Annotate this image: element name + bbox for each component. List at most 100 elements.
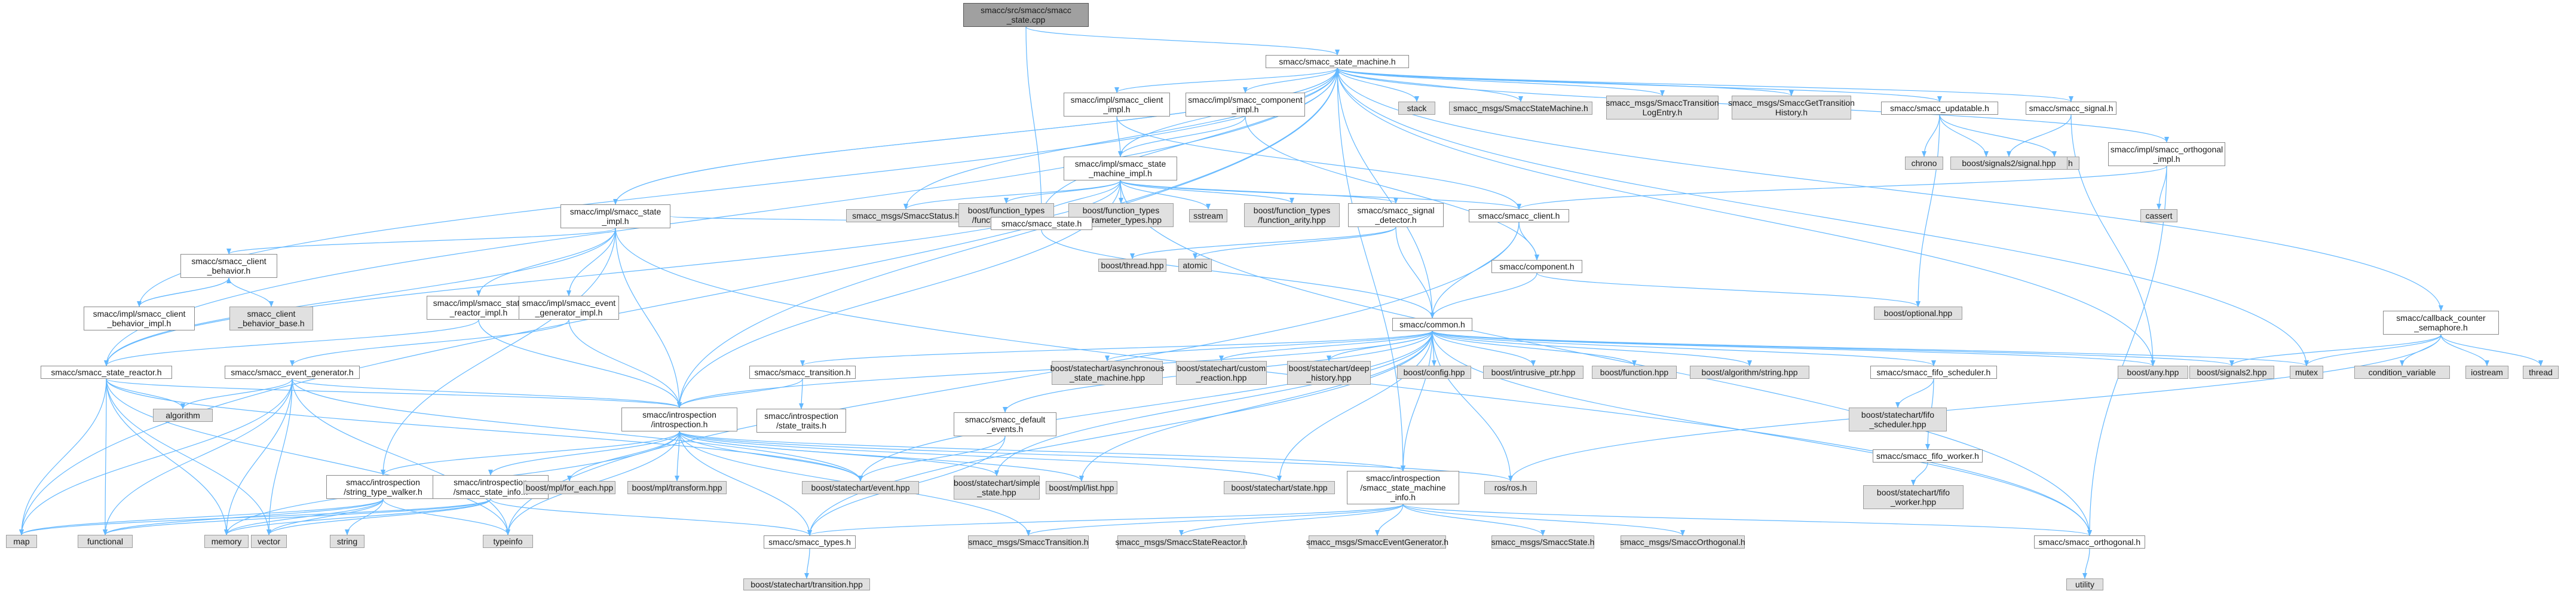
node-functional[interactable]: functional bbox=[78, 535, 133, 548]
node-sr-impl[interactable]: smacc/impl/smacc_state _reactor_impl.h bbox=[427, 296, 531, 320]
node-sc-state[interactable]: boost/statechart/state.hpp bbox=[1224, 481, 1335, 494]
dependency-edge-sm_info-to-orthogonal bbox=[1402, 504, 2092, 536]
node-signals2sig[interactable]: boost/signals2/signal.hpp bbox=[1950, 157, 2067, 170]
node-vector[interactable]: vector bbox=[251, 535, 287, 548]
node-thread[interactable]: thread bbox=[2523, 366, 2559, 379]
node-signal[interactable]: smacc/smacc_signal.h bbox=[2026, 102, 2116, 115]
node-cond-var[interactable]: condition_variable bbox=[2354, 366, 2450, 379]
node-smacc-types[interactable]: smacc/smacc_types.h bbox=[764, 535, 856, 549]
node-state[interactable]: smacc/smacc_state.h bbox=[991, 217, 1092, 230]
node-cassert[interactable]: cassert bbox=[2140, 209, 2177, 222]
node-callback[interactable]: smacc/callback_counter _semaphore.h bbox=[2383, 311, 2499, 335]
node-sc-transition[interactable]: boost/statechart/transition.hpp bbox=[743, 578, 870, 590]
node-client-behavior[interactable]: smacc/smacc_client _behavior.h bbox=[180, 254, 277, 278]
node-intrusive[interactable]: boost/intrusive_ptr.hpp bbox=[1483, 366, 1583, 379]
node-atomic[interactable]: atomic bbox=[1178, 259, 1212, 272]
dependency-edge-sm-to-map bbox=[19, 68, 1338, 535]
dependency-edge-common-to-function bbox=[1432, 330, 1637, 366]
node-component-impl[interactable]: smacc/impl/smacc_component _impl.h bbox=[1186, 93, 1305, 117]
node-function[interactable]: boost/function.hpp bbox=[1592, 366, 1677, 379]
node-introspection[interactable]: smacc/introspection /introspection.h bbox=[621, 408, 737, 431]
node-ft-arity[interactable]: boost/function_types /function_arity.hpp bbox=[1244, 203, 1340, 227]
node-state-reactor[interactable]: smacc/smacc_state_reactor.h bbox=[41, 366, 172, 379]
node-stack[interactable]: stack bbox=[1398, 102, 1435, 115]
node-fifo-worker[interactable]: smacc/smacc_fifo_worker.h bbox=[1873, 449, 1983, 463]
node-mutex[interactable]: mutex bbox=[2290, 366, 2323, 379]
dependency-edge-sm_info-to-msg_sr bbox=[1179, 504, 1404, 536]
node-iostream[interactable]: iostream bbox=[2465, 366, 2508, 379]
dependency-edge-sm_impl-to-sstream bbox=[1120, 180, 1211, 210]
node-transition[interactable]: smacc/smacc_transition.h bbox=[749, 366, 856, 379]
dependency-edge-signal_detector-to-thread_hpp bbox=[1130, 226, 1396, 259]
node-msg-sr[interactable]: smacc_msgs/SmaccStateReactor.h bbox=[1116, 535, 1248, 549]
node-client[interactable]: smacc/smacc_client.h bbox=[1469, 209, 1569, 222]
node-optional[interactable]: boost/optional.hpp bbox=[1874, 307, 1962, 320]
node-state-traits[interactable]: smacc/introspection /state_traits.h bbox=[756, 409, 846, 433]
node-ortho-impl[interactable]: smacc/impl/smacc_orthogonal _impl.h bbox=[2108, 142, 2225, 166]
node-custom[interactable]: boost/statechart/custom _reaction.hpp bbox=[1176, 361, 1267, 385]
node-state-impl[interactable]: smacc/impl/smacc_state _impl.h bbox=[560, 204, 670, 228]
node-msg-eg[interactable]: smacc_msgs/SmaccEventGenerator.h bbox=[1306, 535, 1448, 549]
node-default-events[interactable]: smacc/smacc_default _events.h bbox=[954, 412, 1056, 436]
node-typeinfo[interactable]: typeinfo bbox=[483, 535, 533, 548]
node-updatable[interactable]: smacc/smacc_updatable.h bbox=[1881, 102, 1998, 115]
node-ros-h[interactable]: ros/ros.h bbox=[1484, 481, 1537, 494]
node-sc-fifo-worker[interactable]: boost/statechart/fifo _worker.hpp bbox=[1863, 485, 1964, 509]
node-sm-impl[interactable]: smacc/impl/smacc_state _machine_impl.h bbox=[1064, 157, 1177, 180]
dependency-edge-introspection-to-smacc_types bbox=[679, 431, 812, 536]
node-deep[interactable]: boost/statechart/deep _history.hpp bbox=[1287, 361, 1371, 385]
node-cb-impl[interactable]: smacc/impl/smacc_client _behavior_impl.h bbox=[84, 307, 195, 330]
dependency-edge-introspection-to-mpl_transform bbox=[675, 431, 680, 482]
node-mpl-list[interactable]: boost/mpl/list.hpp bbox=[1046, 481, 1117, 494]
node-signal-detector[interactable]: smacc/smacc_signal _detector.h bbox=[1348, 203, 1444, 227]
node-msg-ortho[interactable]: smacc_msgs/SmaccOrthogonal.h bbox=[1620, 535, 1745, 549]
node-config[interactable]: boost/config.hpp bbox=[1397, 366, 1471, 379]
node-msg-state[interactable]: smacc_msgs/SmaccState.h bbox=[1491, 535, 1594, 549]
node-msg-transition[interactable]: smacc_msgs/SmaccTransition.h bbox=[968, 535, 1089, 549]
dependency-edge-sm_info-to-msg_state bbox=[1402, 504, 1545, 536]
node-common[interactable]: smacc/common.h bbox=[1392, 318, 1472, 331]
node-sstream[interactable]: sstream bbox=[1189, 209, 1227, 222]
node-mpl-transform[interactable]: boost/mpl/transform.hpp bbox=[627, 481, 727, 494]
dependency-edge-state_impl-to-sm bbox=[615, 68, 1340, 205]
node-msg-status[interactable]: smacc_msgs/SmaccStatus.h bbox=[846, 209, 966, 222]
node-sc-event[interactable]: boost/statechart/event.hpp bbox=[802, 481, 919, 494]
node-async[interactable]: boost/statechart/asynchronous _state_mac… bbox=[1050, 361, 1164, 385]
node-string-walker[interactable]: smacc/introspection /string_type_walker.… bbox=[326, 475, 440, 499]
dependency-edge-state_impl-to-state_reactor bbox=[104, 228, 616, 366]
node-msg-tle[interactable]: smacc_msgs/SmaccTransition LogEntry.h bbox=[1606, 96, 1719, 120]
node-signals2[interactable]: boost/signals2.hpp bbox=[2189, 366, 2274, 379]
dependency-edge-state_impl-to-sr_impl bbox=[476, 228, 616, 296]
node-thread-hpp[interactable]: boost/thread.hpp bbox=[1098, 259, 1166, 272]
node-sc-simple[interactable]: boost/statechart/simple _state.hpp bbox=[954, 476, 1040, 500]
node-root[interactable]: smacc/src/smacc/smacc _state.cpp bbox=[963, 3, 1089, 27]
node-sm-info[interactable]: smacc/introspection /smacc_state_machine… bbox=[1347, 471, 1459, 504]
dependency-edge-sm-to-sm_info bbox=[1337, 68, 1405, 471]
node-chrono[interactable]: chrono bbox=[1905, 157, 1943, 170]
node-any[interactable]: boost/any.hpp bbox=[2118, 366, 2188, 379]
node-eg-impl[interactable]: smacc/impl/smacc_event _generator_impl.h bbox=[519, 296, 619, 320]
node-map[interactable]: map bbox=[6, 535, 37, 548]
dependency-edge-common-to-any bbox=[1432, 330, 2155, 366]
node-msg-gth[interactable]: smacc_msgs/SmaccGetTransition History.h bbox=[1728, 96, 1855, 120]
node-msg-sm[interactable]: smacc_msgs/SmaccStateMachine.h bbox=[1449, 102, 1592, 115]
node-fifo-sched[interactable]: smacc/smacc_fifo_scheduler.h bbox=[1870, 366, 1997, 379]
node-memory[interactable]: memory bbox=[204, 535, 249, 548]
node-algostr[interactable]: boost/algorithm/string.hpp bbox=[1690, 366, 1809, 379]
node-algorithm[interactable]: algorithm bbox=[153, 409, 213, 422]
node-utility[interactable]: utility bbox=[2066, 578, 2103, 590]
dependency-edge-sm-to-msg_sm bbox=[1337, 68, 1523, 102]
node-mpl-foreach[interactable]: boost/mpl/for_each.hpp bbox=[523, 481, 615, 494]
dependency-edge-state_reactor-to-introspection bbox=[106, 378, 682, 408]
node-string[interactable]: string bbox=[330, 535, 365, 548]
node-cb-base[interactable]: smacc_client _behavior_base.h bbox=[229, 307, 313, 330]
node-sm[interactable]: smacc/smacc_state_machine.h bbox=[1266, 55, 1409, 68]
node-state-info[interactable]: smacc/introspection /smacc_state_info.h bbox=[433, 475, 549, 499]
node-event-gen[interactable]: smacc/smacc_event_generator.h bbox=[225, 366, 360, 379]
node-component[interactable]: smacc/component.h bbox=[1491, 260, 1582, 273]
node-sc-fifo[interactable]: boost/statechart/fifo _scheduler.hpp bbox=[1849, 408, 1947, 431]
node-orthogonal[interactable]: smacc/smacc_orthogonal.h bbox=[2034, 535, 2145, 549]
dependency-edge-introspection-to-state_info bbox=[488, 431, 680, 476]
node-client-impl[interactable]: smacc/impl/smacc_client _impl.h bbox=[1064, 93, 1170, 117]
dependency-edge-callback-to-iostream bbox=[2440, 334, 2489, 366]
